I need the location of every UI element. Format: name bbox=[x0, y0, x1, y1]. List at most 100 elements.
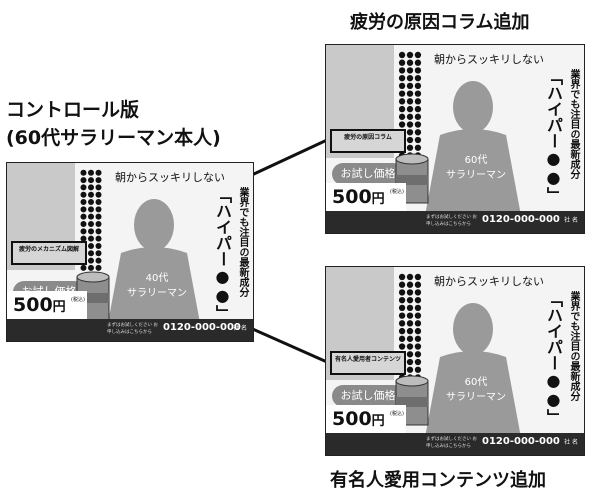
decorative-dot bbox=[398, 289, 406, 296]
decorative-dot bbox=[414, 121, 422, 128]
decorative-dot bbox=[414, 98, 422, 105]
decorative-dot bbox=[87, 177, 95, 184]
decorative-dot bbox=[406, 343, 414, 350]
variant-content-box: 疲労の原因コラム bbox=[330, 129, 406, 153]
price-box: 500円 (税込) bbox=[326, 183, 406, 211]
decorative-dot bbox=[414, 320, 422, 327]
decorative-dot bbox=[406, 304, 414, 312]
person-label: 60代 サラリーマン bbox=[436, 375, 516, 405]
decorative-dot bbox=[80, 228, 87, 235]
tax-note: (税込) bbox=[71, 297, 85, 303]
decorative-dot bbox=[80, 169, 87, 176]
decorative-dot bbox=[414, 59, 422, 66]
decorative-dot bbox=[406, 144, 414, 151]
decorative-dot bbox=[80, 220, 87, 227]
decorative-dot bbox=[414, 327, 422, 335]
ad-headline: 朝からスッキリしない bbox=[434, 53, 544, 66]
decorative-dot bbox=[398, 281, 406, 288]
decorative-dot bbox=[87, 235, 95, 242]
decorative-dot bbox=[87, 206, 95, 213]
decorative-dot bbox=[414, 281, 422, 288]
ad-subcopy: 業界でも注目の最新成分 bbox=[568, 291, 579, 401]
decorative-dot bbox=[414, 90, 422, 97]
person-silhouette bbox=[105, 199, 203, 339]
company-name: 社 名 bbox=[564, 439, 578, 446]
ad-mock-control: 40代 サラリーマン 朝からスッキリしない 業界でも注目の最新成分 「ハイパー●… bbox=[6, 162, 254, 342]
decorative-dot bbox=[398, 312, 406, 319]
tax-note: (税込) bbox=[390, 189, 404, 195]
tax-note: (税込) bbox=[390, 411, 404, 417]
decorative-dot bbox=[406, 281, 414, 288]
decorative-dot bbox=[414, 82, 422, 90]
decorative-dot bbox=[398, 335, 406, 342]
decorative-dot bbox=[406, 59, 414, 66]
decorative-dot bbox=[414, 296, 422, 304]
decorative-dot bbox=[406, 358, 414, 366]
decorative-dot bbox=[406, 366, 414, 373]
decorative-dot bbox=[406, 351, 414, 358]
decorative-dot bbox=[398, 327, 406, 335]
order-note: まずはお試しください お申し込みはこちらから bbox=[107, 323, 158, 335]
decorative-dot bbox=[414, 129, 422, 136]
decorative-dot bbox=[398, 82, 406, 90]
decorative-dot bbox=[414, 366, 422, 373]
price: 500円 bbox=[332, 408, 385, 430]
decorative-dot bbox=[95, 250, 102, 257]
variant-content-box: 有名人愛用者コンテンツ bbox=[330, 351, 406, 375]
control-caption-line1: コントロール版 bbox=[6, 99, 140, 121]
trial-price-badge: お試し価格 bbox=[332, 163, 404, 185]
decorative-dot bbox=[406, 51, 414, 59]
person-age: 60代 bbox=[464, 155, 488, 166]
decorative-dot bbox=[87, 213, 95, 220]
decorative-dot bbox=[80, 206, 87, 213]
decorative-dot bbox=[87, 228, 95, 235]
ad-headline: 朝からスッキリしない bbox=[115, 171, 225, 184]
decorative-dot bbox=[406, 98, 414, 105]
decorative-dot bbox=[87, 199, 95, 206]
ad-headline: 朝からスッキリしない bbox=[434, 275, 544, 288]
decorative-dot bbox=[406, 82, 414, 90]
decorative-dot bbox=[414, 304, 422, 312]
decorative-dot bbox=[398, 67, 406, 74]
decorative-dot bbox=[80, 199, 87, 206]
decorative-dot bbox=[414, 136, 422, 144]
decorative-dot bbox=[406, 105, 414, 113]
decorative-dot bbox=[406, 335, 414, 342]
price-box: 500円 (税込) bbox=[7, 291, 87, 319]
product-name: 「ハイパー●●」 bbox=[544, 291, 563, 425]
person-role: サラリーマン bbox=[446, 392, 506, 403]
decorative-dot bbox=[406, 312, 414, 319]
decorative-dot bbox=[95, 220, 102, 227]
decorative-dot bbox=[406, 320, 414, 327]
decorative-dot bbox=[406, 289, 414, 296]
decorative-dot bbox=[398, 51, 406, 59]
order-note: まずはお試しください お申し込みはこちらから bbox=[426, 437, 477, 449]
decorative-dot bbox=[87, 169, 95, 176]
decorative-dot bbox=[95, 191, 102, 198]
price: 500円 bbox=[332, 186, 385, 208]
decorative-dot bbox=[406, 113, 414, 120]
decorative-dot bbox=[95, 228, 102, 235]
bottom-variant-caption: 有名人愛用コンテンツ追加 bbox=[330, 470, 546, 491]
decorative-dot bbox=[398, 121, 406, 128]
decorative-dot bbox=[80, 191, 87, 198]
decorative-dot bbox=[414, 312, 422, 319]
decorative-dot bbox=[87, 264, 95, 271]
person-label: 40代 サラリーマン bbox=[117, 271, 197, 301]
decorative-dot bbox=[398, 74, 406, 82]
contact-bar: まずはお試しください お申し込みはこちらから 0120-000-000 社 名 bbox=[326, 433, 584, 455]
contact-bar: まずはお試しください お申し込みはこちらから 0120-000-000 社 名 bbox=[326, 211, 584, 233]
ad-mock-celebrity-variant: 60代 サラリーマン 朝からスッキリしない 業界でも注目の最新成分 「ハイパー●… bbox=[325, 266, 585, 456]
person-silhouette bbox=[424, 303, 522, 443]
decorative-dot bbox=[398, 273, 406, 281]
decorative-dot bbox=[406, 273, 414, 281]
decorative-dot bbox=[406, 136, 414, 144]
top-variant-caption: 疲労の原因コラム追加 bbox=[350, 12, 530, 33]
decorative-dot bbox=[414, 273, 422, 281]
ad-subcopy: 業界でも注目の最新成分 bbox=[237, 187, 248, 297]
person-age: 40代 bbox=[145, 273, 169, 284]
decorative-dot bbox=[95, 177, 102, 184]
person-label: 60代 サラリーマン bbox=[436, 153, 516, 183]
decorative-dot bbox=[80, 235, 87, 242]
decorative-dot bbox=[95, 235, 102, 242]
